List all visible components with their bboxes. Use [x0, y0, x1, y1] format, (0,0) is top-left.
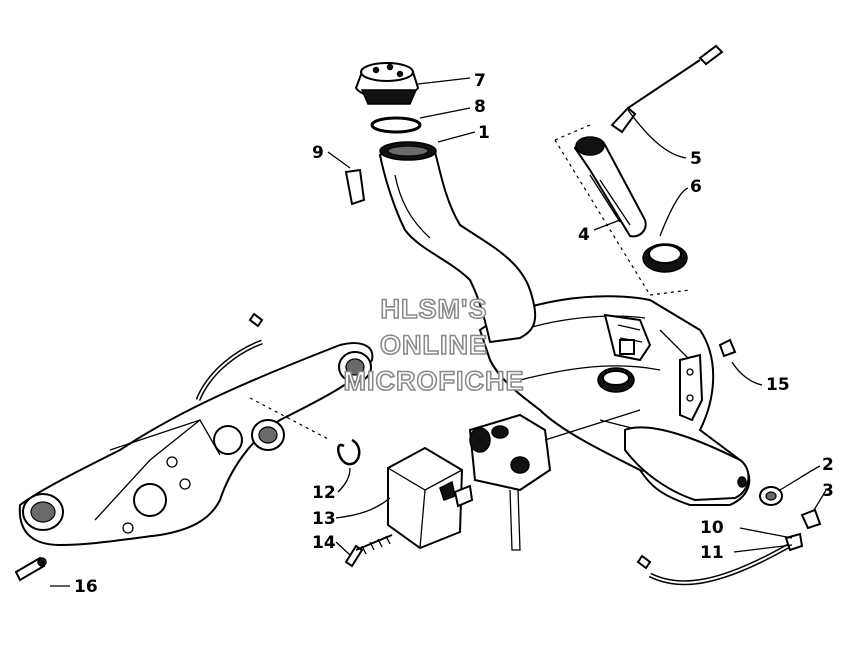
filler-cap	[354, 62, 420, 105]
screw	[344, 534, 393, 568]
fuel-gauge-kit	[554, 44, 724, 296]
callout-8: 8	[474, 97, 486, 117]
vent-fitting	[718, 338, 737, 358]
callout-11: 11	[700, 543, 724, 563]
leader-lines	[50, 77, 827, 587]
callout-2: 2	[822, 455, 834, 475]
callout-4: 4	[578, 225, 590, 245]
drain-hose	[636, 532, 804, 586]
watermark-line-2: ONLINE	[380, 330, 488, 360]
callout-labels: 7 8 1 9 5 6 4 15 2 3 10 11 12 13 14 16	[74, 71, 834, 597]
callout-15: 15	[766, 375, 790, 395]
filler-neck	[378, 141, 537, 344]
callout-7: 7	[474, 71, 486, 91]
callout-9: 9	[312, 143, 324, 163]
fuel-tank	[478, 295, 751, 506]
fuel-pump	[468, 409, 641, 551]
drain-bolt	[14, 556, 47, 582]
callout-13: 13	[312, 509, 336, 529]
cap-gasket	[370, 116, 422, 134]
oil-reservoir	[387, 446, 474, 550]
watermark-line-1: HLSM'S	[381, 294, 488, 324]
decal	[344, 168, 366, 206]
watermark-line-3: MICROFICHE	[344, 366, 525, 396]
callout-1: 1	[478, 123, 490, 143]
callout-16: 16	[74, 577, 98, 597]
callout-5: 5	[690, 149, 702, 169]
side-bracket	[18, 342, 374, 547]
callout-12: 12	[312, 483, 336, 503]
callout-6: 6	[690, 177, 702, 197]
washer-hole	[765, 491, 777, 501]
hose-clamp	[336, 438, 361, 466]
callout-3: 3	[822, 481, 834, 501]
watermark: HLSM'S ONLINE MICROFICHE	[343, 293, 525, 397]
fuel-hose-left	[195, 312, 264, 401]
callout-14: 14	[312, 533, 336, 553]
drain-fitting	[800, 508, 822, 530]
callout-10: 10	[700, 518, 724, 538]
